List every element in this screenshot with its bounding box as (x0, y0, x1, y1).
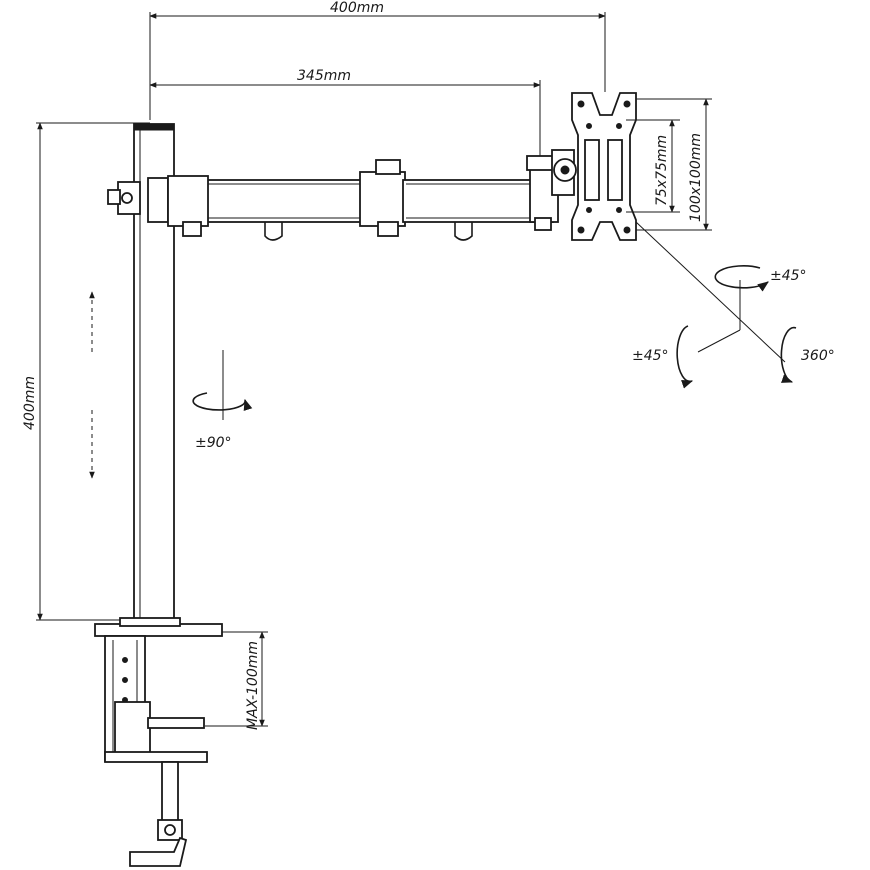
head-rotate-label: 360° (801, 348, 835, 364)
dimension-vesa-small-label: 75x75mm (654, 135, 670, 206)
pole-swivel-indicator: ±90° (192, 350, 253, 451)
dimension-vesa-large-label: 100x100mm (688, 133, 704, 222)
dimension-vesa-small: 75x75mm (626, 119, 680, 213)
dimension-clamp-max-label: MAX-100mm (245, 641, 261, 730)
arm-segment-1 (167, 175, 369, 241)
dimension-clamp-max: MAX-100mm (205, 631, 268, 730)
dimension-pole-height-label: 400mm (22, 376, 38, 430)
arm-segment-2 (402, 155, 559, 241)
dimension-total-reach-label: 400mm (330, 0, 384, 16)
head-rotation-axes (635, 221, 786, 363)
pole-collar (107, 177, 173, 223)
dimension-arm-reach: 345mm (149, 68, 541, 158)
desk-clamp (94, 617, 223, 867)
head-tilt-label: ±45° (770, 268, 807, 284)
dimension-total-reach: 400mm (149, 0, 606, 120)
head-swivel-indicator: ±45° (632, 325, 694, 389)
dimension-vesa-large: 100x100mm (636, 98, 712, 231)
vesa-plate (571, 92, 637, 241)
head-swivel-label: ±45° (632, 348, 669, 364)
tilt-head (551, 149, 577, 196)
arm-middle-joint (359, 159, 406, 237)
dimension-arm-reach-label: 345mm (297, 68, 351, 84)
dimension-pole-height: 400mm (22, 122, 150, 621)
head-tilt-indicator: ±45° (714, 265, 807, 292)
head-rotate-indicator: 360° (780, 326, 835, 383)
pole-swivel-label: ±90° (195, 435, 232, 451)
